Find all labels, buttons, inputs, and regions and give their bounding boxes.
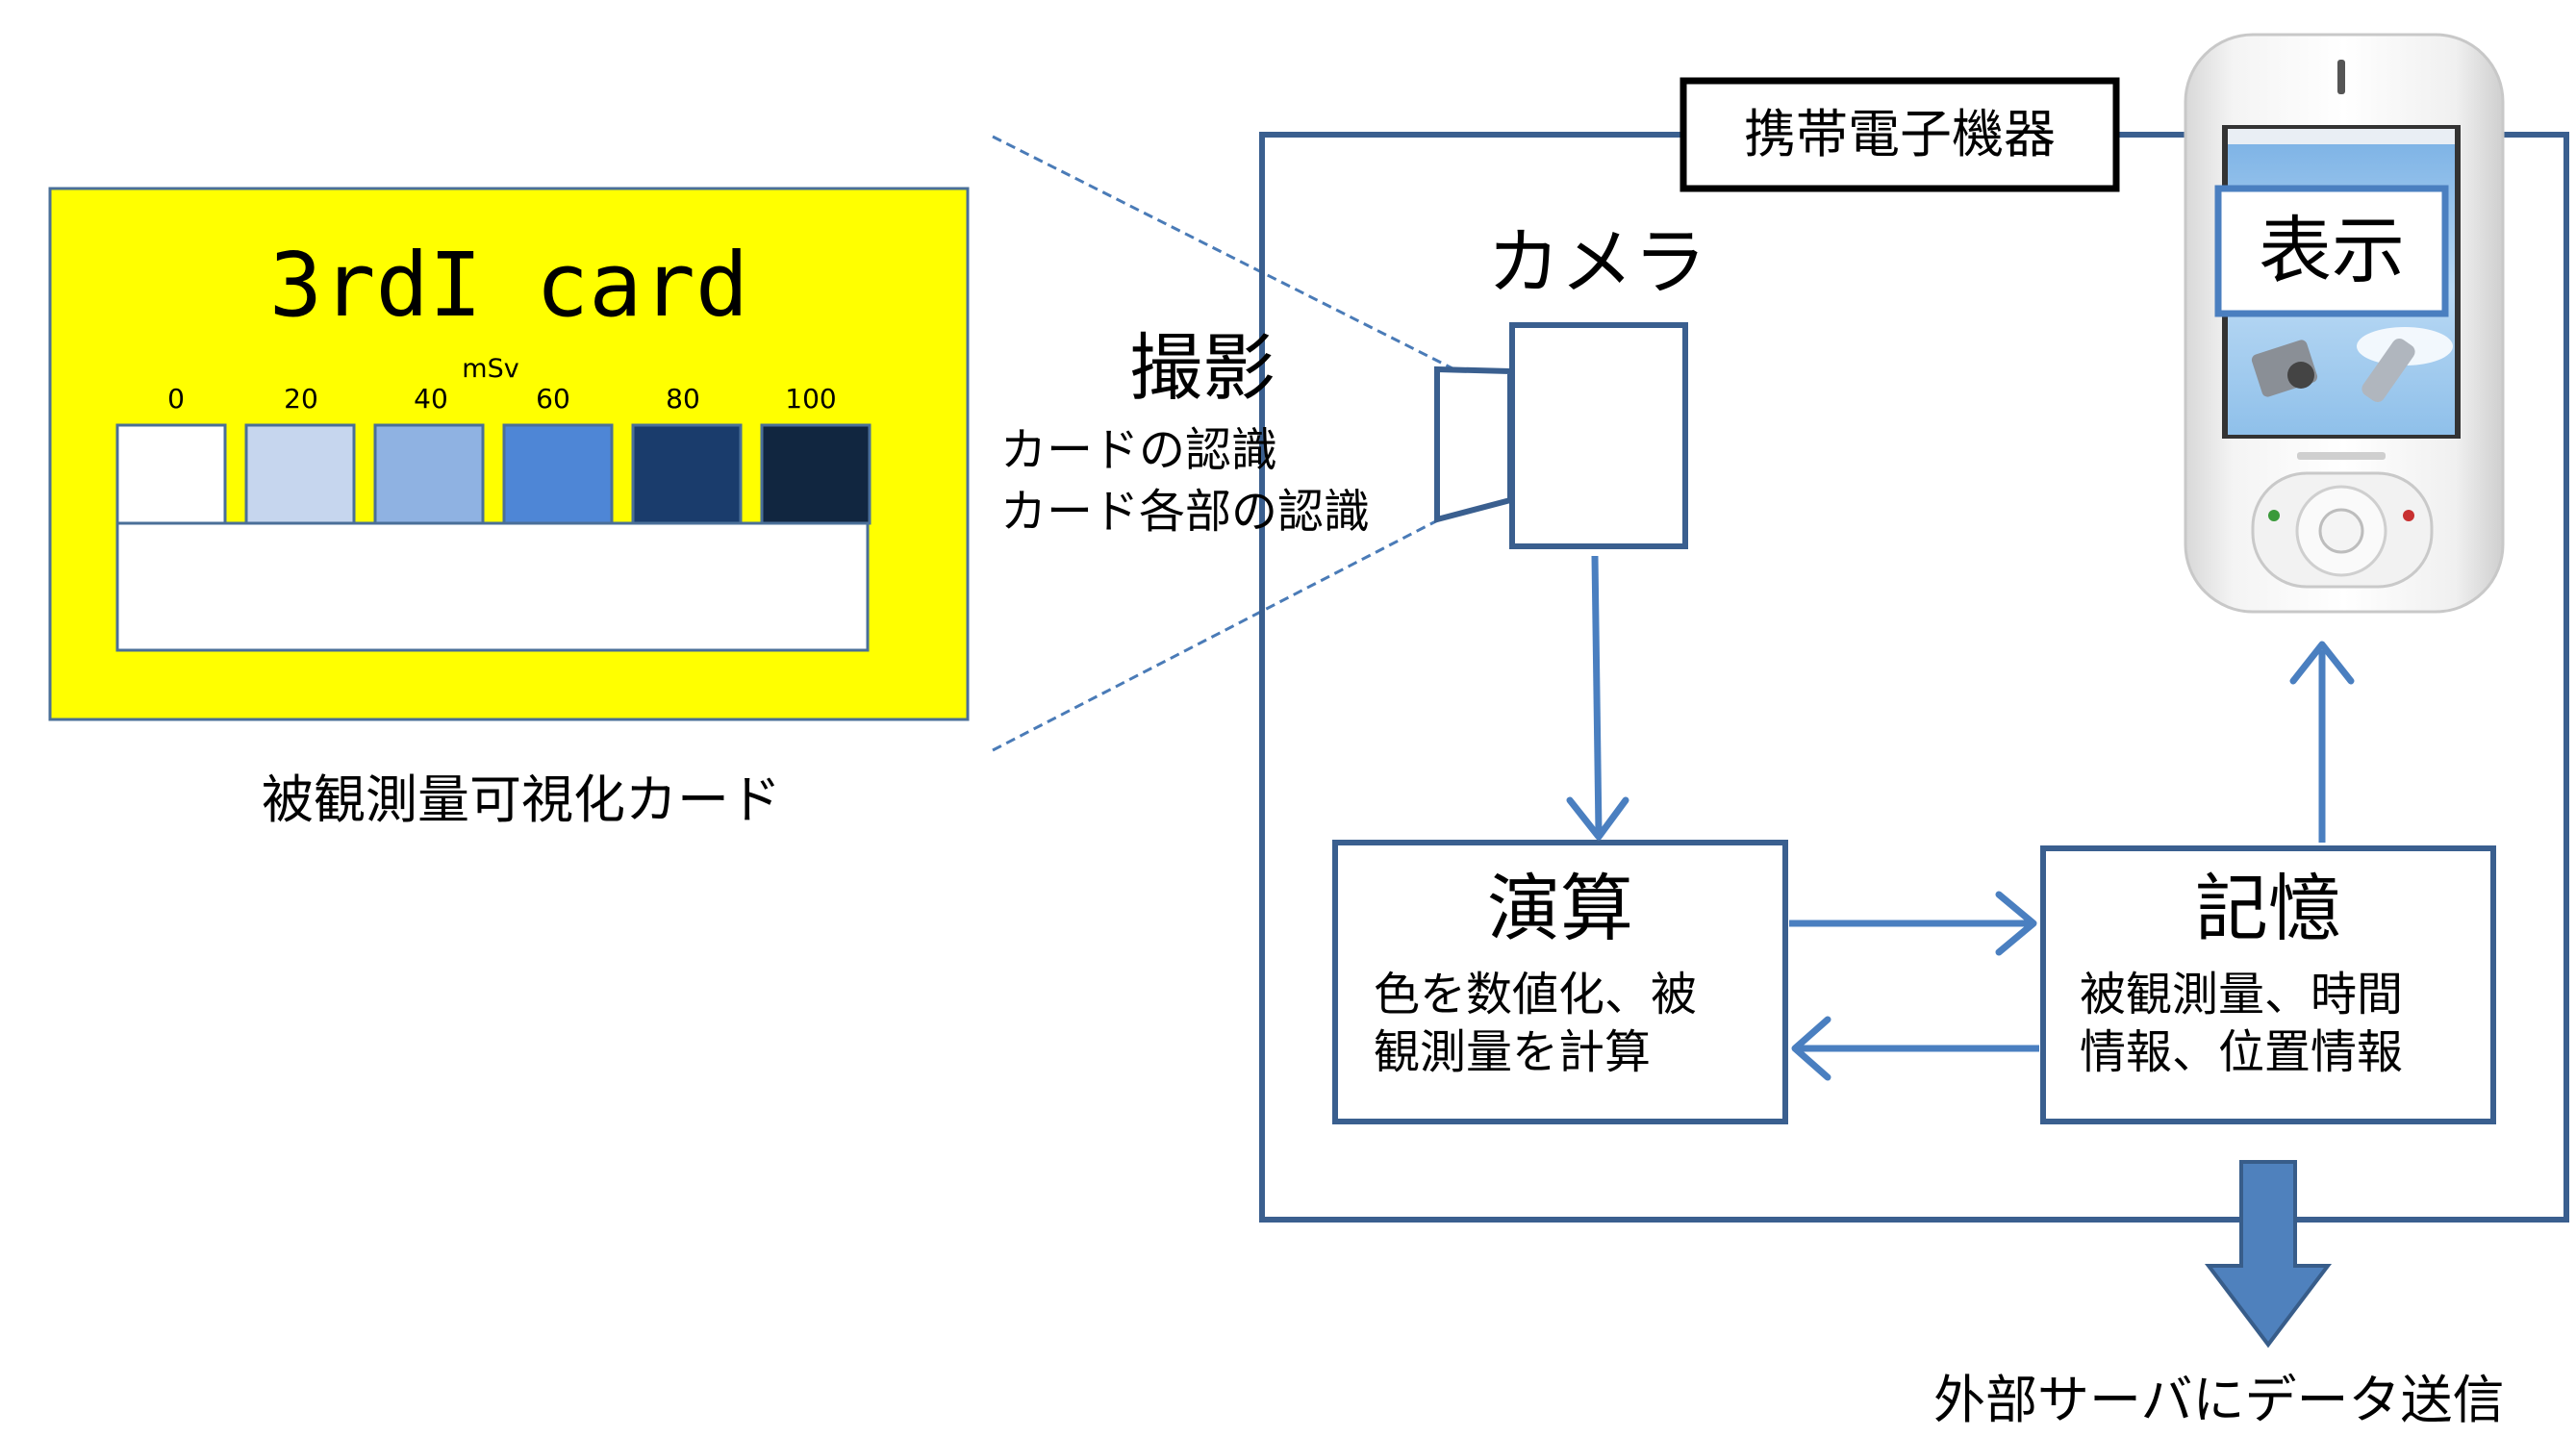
color-swatch — [502, 423, 614, 525]
card-tick-label: 20 — [284, 383, 318, 415]
card-tick-label: 0 — [167, 383, 185, 415]
card-record-box — [115, 521, 870, 652]
card-tick-label: 40 — [414, 383, 448, 415]
color-swatch — [244, 423, 356, 525]
arrow-storage-to-display — [2289, 641, 2355, 843]
capture-line: カードの認識 — [1000, 423, 1278, 477]
storage-box — [2040, 845, 2496, 1124]
device-label-box — [1679, 77, 2120, 192]
color-swatch — [760, 423, 871, 525]
card-unit-label: mSv — [462, 354, 519, 384]
display-label: 表示 — [2259, 208, 2405, 293]
color-swatch — [115, 423, 227, 525]
card-tick-label: 80 — [666, 383, 700, 415]
card-tick-label: 100 — [785, 383, 837, 415]
capture-title: 撮影 — [1129, 325, 1275, 411]
arrow-camera-to-compute — [1566, 555, 1629, 841]
swatch-row — [115, 423, 871, 525]
capture-line: カード各部の認識 — [1000, 485, 1371, 539]
card-title: 3rdI card — [268, 234, 749, 337]
storage-line: 情報、位置情報 — [2080, 1025, 2404, 1079]
external-send-label: 外部サーバにデータ送信 — [1933, 1370, 2505, 1430]
card-caption: 被観測量可視化カード — [262, 769, 781, 830]
arrow-compute-to-storage — [1789, 891, 2037, 956]
camera-lens-icon — [1434, 366, 1513, 523]
projection-line-top — [992, 135, 1455, 371]
display-label-box — [2214, 185, 2449, 317]
camera-label: カメラ — [1487, 219, 1706, 305]
projection-line-bottom — [992, 510, 1455, 752]
device-label: 携帯電子機器 — [1744, 104, 2056, 164]
storage-line: 被観測量、時間 — [2080, 968, 2404, 1021]
storage-title: 記憶 — [2195, 866, 2341, 951]
compute-title: 演算 — [1487, 866, 1633, 951]
compute-box — [1332, 840, 1788, 1124]
color-swatch — [373, 423, 485, 525]
compute-line: 観測量を計算 — [1374, 1025, 1652, 1079]
color-swatch — [631, 423, 743, 525]
smartphone-icon — [2184, 33, 2505, 614]
arrow-storage-to-compute — [1791, 1016, 2039, 1081]
arrow-send-external — [2204, 1160, 2333, 1349]
camera-body — [1509, 322, 1688, 549]
compute-line: 色を数値化、被 — [1374, 968, 1698, 1021]
card-tick-label: 60 — [536, 383, 570, 415]
